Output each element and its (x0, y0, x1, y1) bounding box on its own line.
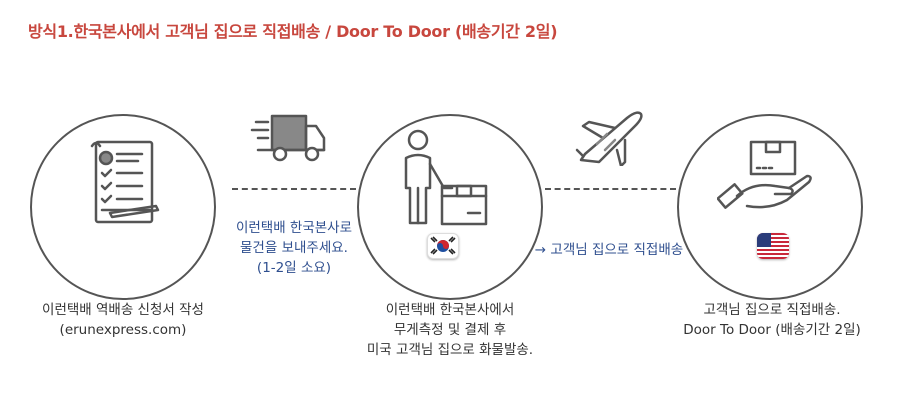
step-1-caption: 이런택배 역배송 신청서 작성 (erunexpress.com) (42, 302, 204, 338)
hand-holding-box-icon (717, 140, 812, 209)
page-heading: 방식1.한국본사에서 고객님 집으로 직접배송 / Door To Door (… (28, 22, 558, 41)
connector-line-1 (232, 188, 356, 190)
application-form-icon (90, 140, 160, 224)
step-1-circle (30, 114, 216, 300)
connector-line-2 (545, 188, 676, 190)
airplane-icon (575, 111, 643, 166)
step-3-caption: 고객님 집으로 직접배송. Door To Door (배송기간 2일) (683, 302, 861, 338)
step-2-circle (357, 114, 543, 300)
step-2-caption: 이런택배 한국본사에서 무게측정 및 결제 후 미국 고객님 집으로 화물발송. (366, 302, 534, 358)
usa-flag-icon (757, 233, 789, 259)
korea-flag-icon (427, 233, 459, 259)
connector-2-text: → 고객님 집으로 직접배송 (534, 242, 684, 258)
worker-with-box-icon (404, 129, 488, 226)
connector-1-text: 이런택배 한국본사로 물건을 보내주세요. (1-2일 소요) (235, 220, 353, 276)
delivery-truck-icon (250, 114, 326, 162)
